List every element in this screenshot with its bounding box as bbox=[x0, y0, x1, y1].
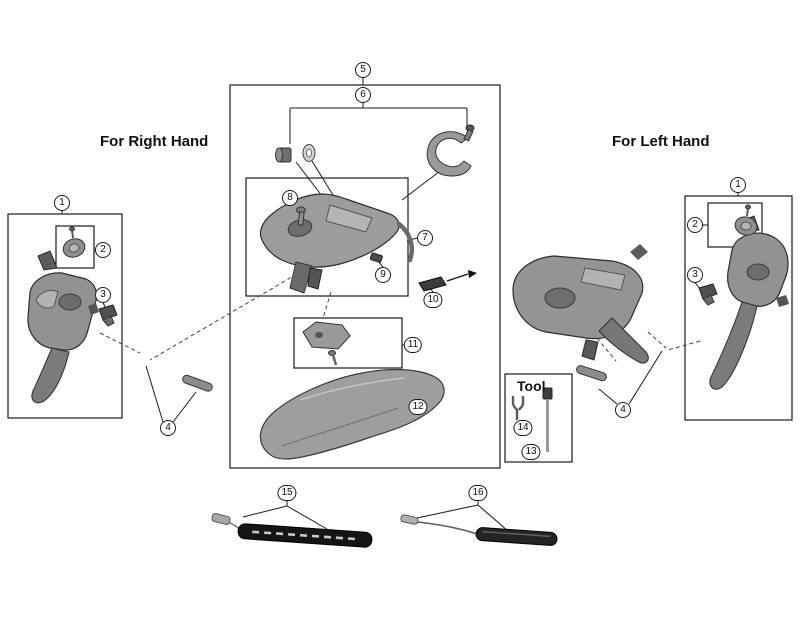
left-cover-part-3 bbox=[98, 304, 118, 327]
center-assembly-box bbox=[229, 84, 501, 469]
cover-part-10 bbox=[418, 270, 477, 292]
washer-part bbox=[302, 144, 316, 162]
axle-pin-right bbox=[576, 365, 607, 382]
right-shifter-unit bbox=[512, 244, 649, 364]
clamp-band-part bbox=[426, 124, 475, 177]
hood-cover-part-12 bbox=[259, 368, 445, 460]
shift-cable-16 bbox=[400, 514, 478, 535]
plate-part-9 bbox=[369, 252, 383, 263]
tool-box bbox=[504, 373, 573, 463]
adjuster-plug-part bbox=[275, 147, 292, 163]
right-hand-label: For Right Hand bbox=[100, 133, 209, 150]
inner-cable-15 bbox=[211, 513, 241, 530]
tool-label: Tool bbox=[517, 378, 546, 394]
rod-part-7 bbox=[396, 221, 415, 263]
right-cap-part-2 bbox=[734, 204, 758, 236]
assembly-dashed-links bbox=[99, 273, 701, 362]
fork-tool-14 bbox=[511, 396, 525, 420]
left-cap-part-2 bbox=[62, 226, 86, 258]
bracket-part-11 bbox=[302, 321, 351, 366]
left-shifter-unit bbox=[27, 250, 99, 404]
shift-housing-16 bbox=[475, 527, 558, 546]
screw-part-8 bbox=[296, 206, 306, 226]
bracket-body-part bbox=[259, 193, 400, 294]
part11-box bbox=[293, 317, 403, 369]
brake-housing-15 bbox=[237, 523, 373, 548]
left-assembly-box bbox=[7, 213, 123, 419]
axle-pin-left bbox=[182, 374, 213, 392]
hex-wrench-tool-13 bbox=[542, 387, 553, 452]
right-box-shifter-unit bbox=[709, 215, 789, 390]
right-cover-part-3 bbox=[698, 283, 718, 306]
left-hand-label: For Left Hand bbox=[612, 133, 710, 150]
left-part2-box bbox=[55, 225, 95, 269]
direction-arrow-icon bbox=[468, 270, 477, 278]
